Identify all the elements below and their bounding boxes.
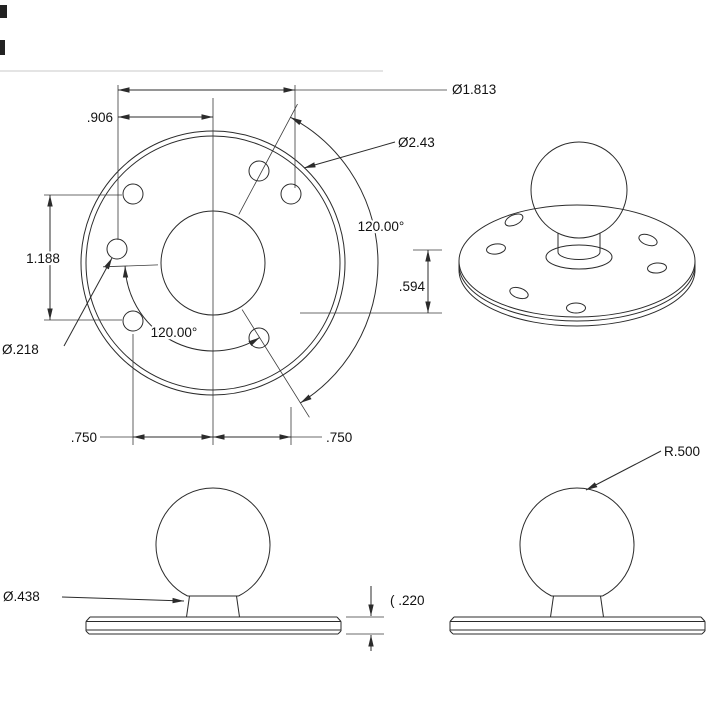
mount-hole [486, 243, 506, 255]
angle-ray [238, 103, 298, 215]
front-view-right: R.500 [449, 442, 706, 635]
dim-label-plate-dia: Ø2.43 [398, 135, 435, 150]
dim-label-angle-bottom: 120.00° [151, 325, 198, 340]
angle-arc [122, 266, 260, 352]
leader-line [585, 450, 662, 491]
mount-hole [122, 310, 144, 332]
mount-hole [504, 213, 524, 227]
dim-angle-bottom: 120.00° [102, 264, 260, 352]
front-view-left: Ø.438 ( .220 [1, 487, 427, 651]
dim-label-hole-span-vert: 1.188 [26, 251, 60, 266]
plate-corner [449, 630, 454, 635]
mount-hole [566, 302, 586, 314]
dim-label-hole-offset-x: .906 [87, 110, 113, 125]
ball [519, 487, 635, 597]
dim-plate-diameter: Ø2.43 [303, 133, 437, 169]
dim-label-ball-radius: R.500 [664, 444, 700, 459]
dim-neck-diameter: Ø.438 [1, 587, 185, 606]
mount-hole [509, 286, 529, 300]
mount-hole [106, 238, 128, 260]
plate-chamfer [85, 616, 91, 622]
leader-line [303, 141, 396, 169]
plate-top-view [80, 98, 346, 445]
sheet-artifacts [0, 5, 383, 72]
angle-ray [102, 264, 159, 268]
plate-corner [85, 630, 90, 635]
dim-label-angle-right: 120.00° [358, 219, 405, 234]
dim-angle-right: 120.00° [238, 103, 407, 418]
dim-plate-thickness: ( .220 [346, 586, 427, 651]
mount-hole [280, 183, 302, 205]
dim-offset-vert: .594 [300, 249, 442, 314]
isometric-view [458, 141, 696, 327]
dim-bolt-circle: Ø1.813 [117, 80, 499, 240]
neck-edge [236, 595, 240, 618]
plate-corner [701, 630, 706, 635]
plate-bottom-edge [458, 269, 696, 327]
dim-ball-radius: R.500 [585, 442, 702, 491]
angle-arc [290, 116, 379, 404]
leader-line [61, 596, 185, 604]
plate-top-face [458, 204, 696, 318]
sheet-edge-artifact [0, 40, 5, 55]
sheet-edge-artifact [0, 5, 7, 18]
plate-chamfer [449, 616, 455, 622]
ball [155, 487, 271, 597]
dim-bottom-offsets: .750 .750 [68, 334, 355, 447]
neck-boss [545, 244, 613, 270]
leader-line [63, 257, 113, 347]
plate-side-edge [458, 264, 696, 322]
dim-label-neck-dia: Ø.438 [3, 589, 40, 604]
plate-chamfer [700, 616, 706, 622]
neck-edge [550, 595, 554, 618]
dim-label-hole-dia: Ø.218 [2, 342, 39, 357]
neck-edge [600, 595, 604, 618]
dim-hole-diameter: Ø.218 [0, 257, 113, 359]
mount-hole [647, 262, 667, 274]
plate-chamfer [336, 616, 342, 622]
ball [530, 141, 628, 239]
dim-label-offset-vert: .594 [399, 279, 426, 294]
plate-profile [85, 616, 342, 635]
neck-edge [186, 595, 190, 618]
dim-label-offset-right: .750 [326, 430, 352, 445]
dim-label-plate-thickness: ( .220 [390, 593, 425, 608]
plate-corner [337, 630, 342, 635]
mount-hole [248, 160, 270, 182]
dim-label-offset-left: .750 [71, 430, 97, 445]
dim-label-bolt-circle-dia: Ø1.813 [452, 82, 496, 97]
neck-base-curve [557, 251, 601, 260]
plate-profile [449, 616, 706, 635]
dim-hole-span-vert: 1.188 [24, 194, 122, 321]
mount-hole [638, 233, 658, 247]
mount-hole [122, 183, 144, 205]
dim-hole-offset-x: .906 [84, 108, 213, 127]
top-view: Ø1.813 .906 Ø2.43 120.00° 1.188 [0, 80, 499, 448]
